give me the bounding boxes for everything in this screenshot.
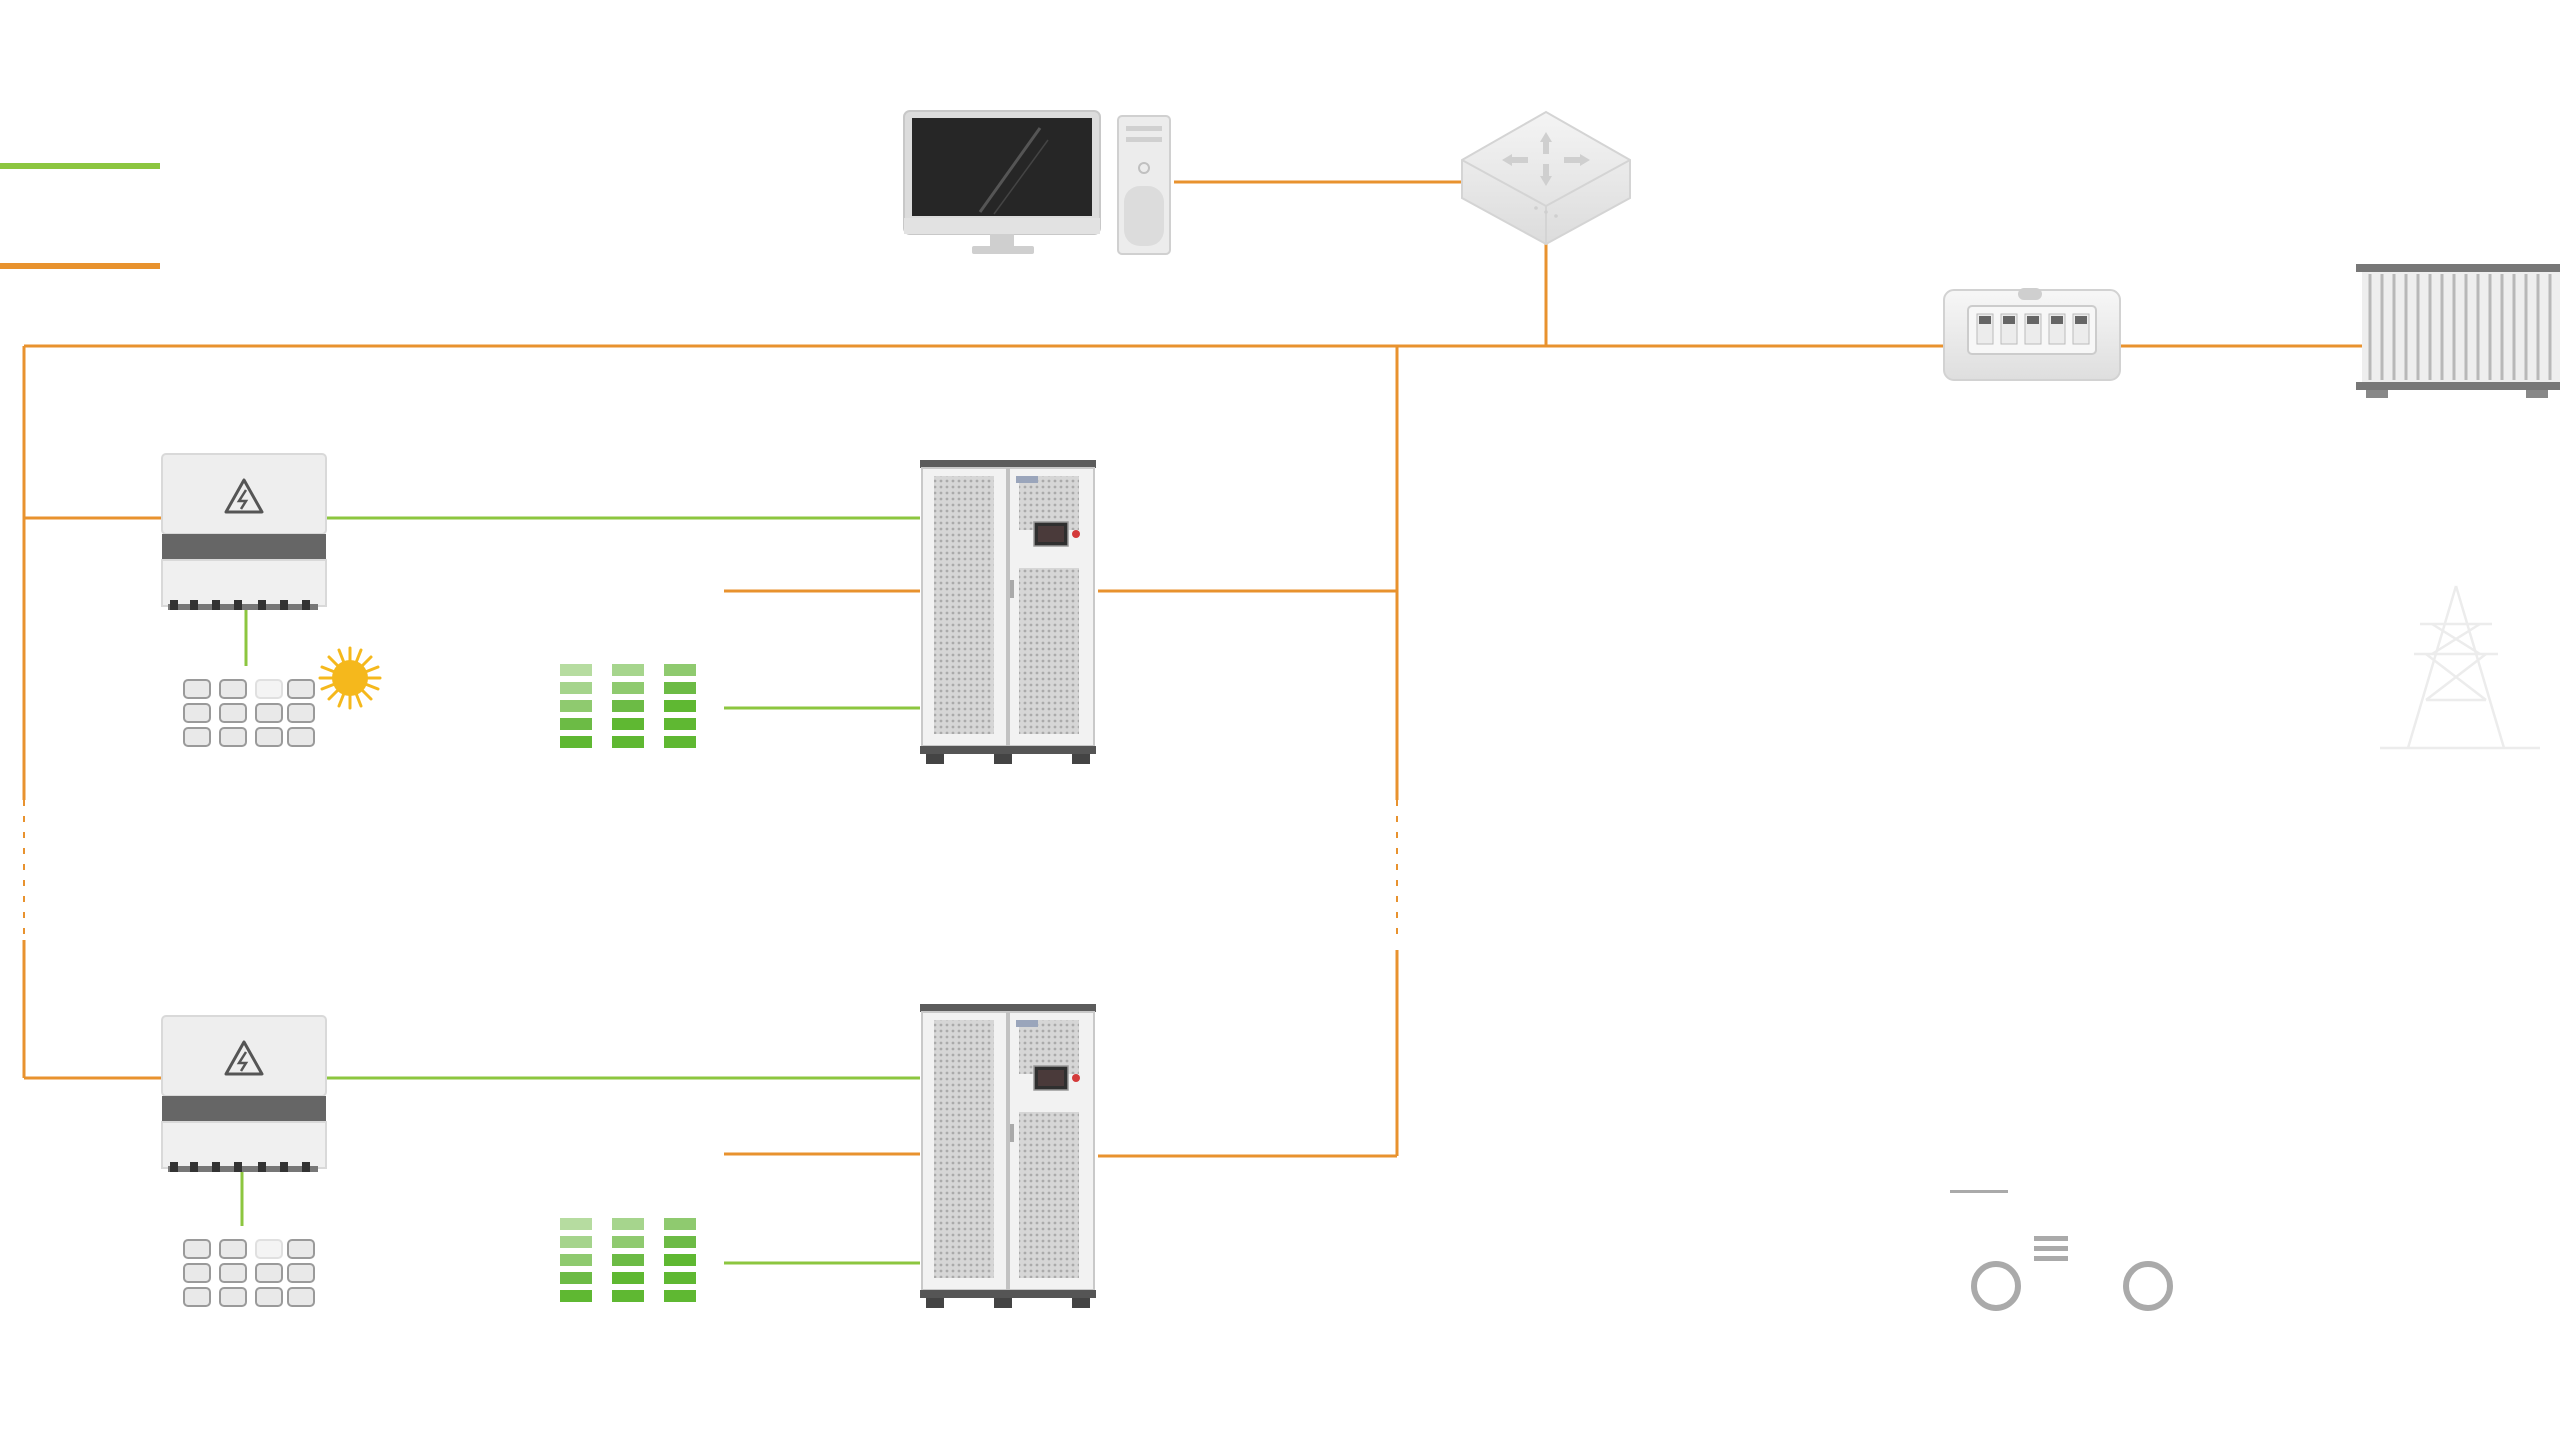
circuit-breaker-icon [1943, 288, 2121, 381]
legend-dc-line [0, 163, 160, 169]
energy-storage-cabinet-icon [919, 1003, 1097, 1309]
legend [0, 163, 160, 269]
dc-lines [240, 516, 920, 1265]
transformer-icon [2356, 264, 2560, 398]
pcs-inverter-icon [160, 452, 328, 612]
network-switch-icon [1461, 110, 1631, 246]
pc-tower-icon [1117, 115, 1171, 255]
monitor-icon [903, 110, 1101, 254]
battery-pack-icon [560, 664, 696, 748]
pcs-inverter-icon [160, 1014, 328, 1174]
battery-pack-icon [560, 1218, 696, 1302]
energy-storage-cabinet-icon [919, 459, 1097, 765]
legend-ac-line [0, 263, 160, 269]
solar-panel-icon [183, 679, 315, 747]
solar-panel-icon [183, 1239, 315, 1307]
branch-1 [160, 452, 1097, 765]
branch-2 [160, 1003, 1097, 1309]
ac-lines [22, 180, 2362, 1158]
sun-icon [318, 646, 382, 710]
power-tower-icon [2380, 585, 2540, 750]
load-icon [1950, 1190, 2173, 1311]
